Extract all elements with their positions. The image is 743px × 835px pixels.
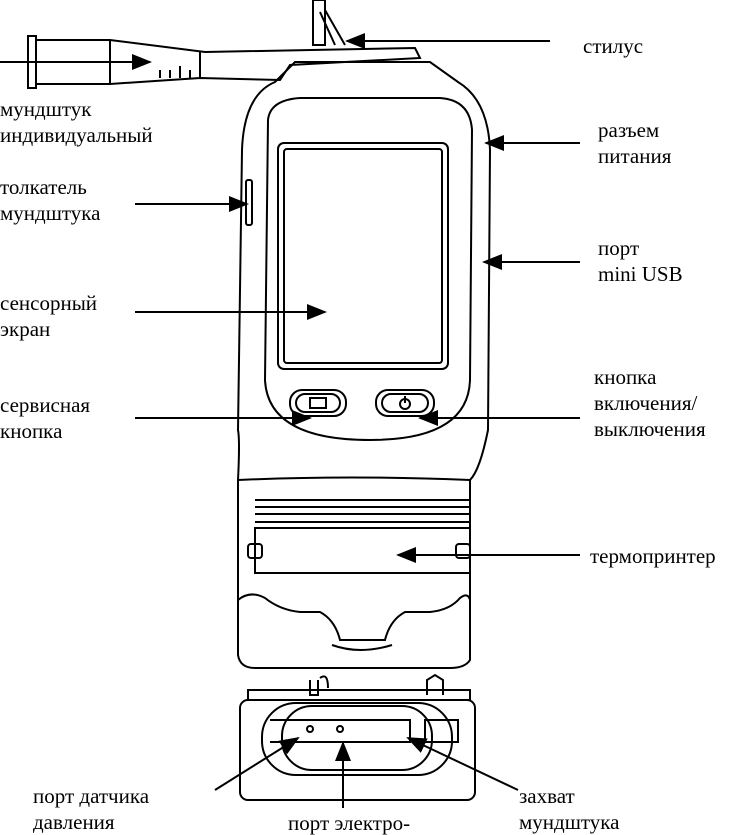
label-electro-port: порт электро- (288, 811, 411, 835)
label-usb-port: порт mini USB (598, 235, 683, 287)
label-mouthpiece-grip: захват мундштука (519, 783, 620, 835)
label-line: индивидуальный (0, 123, 153, 147)
label-line: захват (519, 784, 575, 808)
label-line: сенсорный (0, 291, 98, 315)
sensor-module (239, 673, 476, 801)
thermal-printer (237, 476, 471, 651)
device-body (236, 61, 492, 669)
label-mouthpiece-pusher: толкатель мундштука (0, 174, 101, 226)
label-touch-screen: сенсорный экран (0, 290, 97, 342)
arrow-pressure-port (214, 736, 300, 791)
label-line: давления (33, 810, 115, 834)
label-line: мундштука (519, 810, 620, 834)
touch-screen (277, 142, 449, 370)
label-pressure-port: порт датчика давления (33, 783, 149, 835)
label-line: включения/ (594, 391, 698, 415)
label-line: выключения (594, 417, 706, 441)
label-line: экран (0, 317, 51, 341)
label-line: порт (598, 236, 640, 260)
service-button (289, 389, 347, 417)
label-service-button: сервисная кнопка (0, 392, 90, 444)
label-stylus: стилус (583, 34, 644, 58)
stylus (312, 0, 346, 46)
label-line: толкатель (0, 175, 87, 199)
label-line: разъем (598, 118, 660, 142)
label-power-button: кнопка включения/ выключения (594, 364, 706, 442)
label-line: сервисная (0, 393, 91, 417)
label-line: питания (598, 144, 672, 168)
label-line: mini USB (598, 262, 683, 286)
power-button (375, 389, 435, 417)
label-thermal-printer: термопринтер (590, 544, 716, 568)
arrow-grip (406, 737, 519, 791)
label-line: кнопка (594, 365, 657, 389)
label-line: порт датчика (33, 784, 150, 808)
label-line: мундштука (0, 201, 101, 225)
label-power-connector: разъем питания (598, 117, 671, 169)
label-mouthpiece: мундштук индивидуальный (0, 96, 153, 148)
label-line: мундштук (0, 97, 92, 121)
label-line: кнопка (0, 419, 63, 443)
